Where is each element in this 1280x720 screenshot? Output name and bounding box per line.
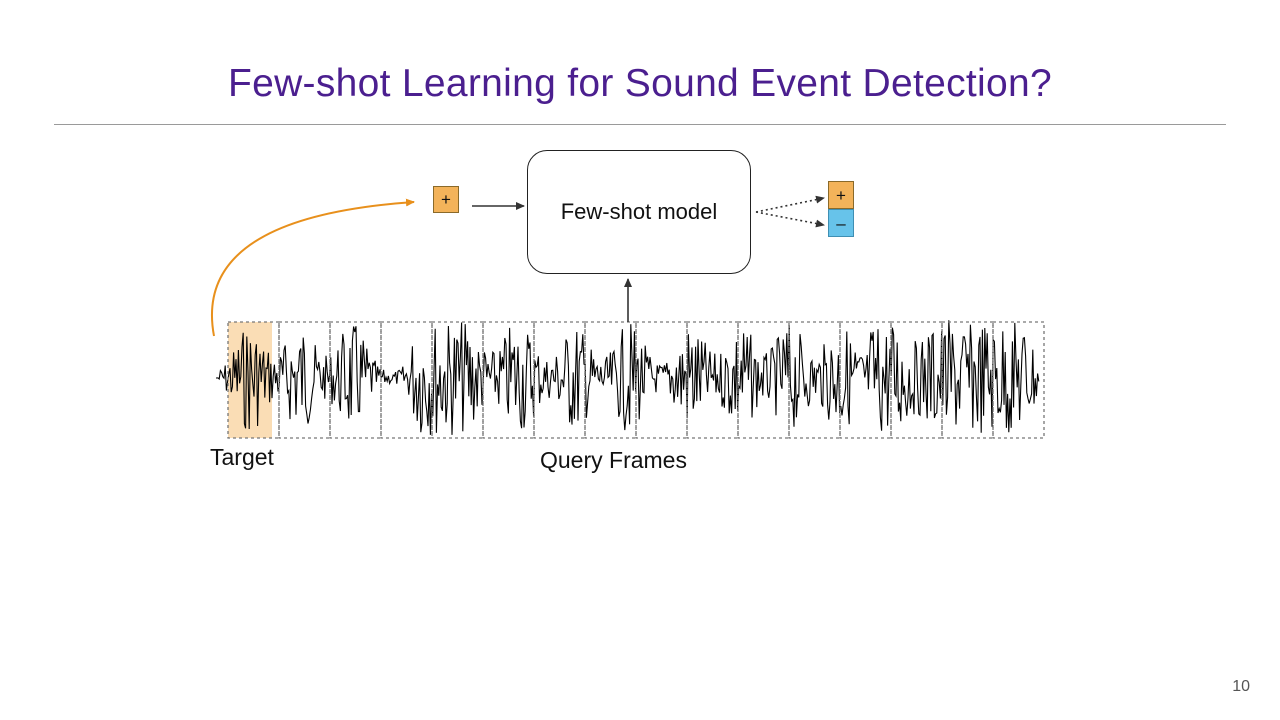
output-negative-box: – (828, 209, 854, 237)
few-shot-model-box: Few-shot model (527, 150, 751, 274)
title-divider (54, 124, 1226, 125)
query-frame (992, 321, 1045, 439)
query-frame (329, 321, 382, 439)
model-label: Few-shot model (560, 199, 718, 224)
page-number: 10 (1232, 678, 1250, 695)
query-frames-group (227, 321, 1045, 439)
output-negative-arrow (755, 211, 825, 228)
slide-title: Few-shot Learning for Sound Event Detect… (227, 62, 1052, 105)
query-frame (635, 321, 688, 439)
query-frames-label: Query Frames (540, 447, 687, 473)
target-to-support-arrow (211, 198, 415, 337)
target-label: Target (210, 444, 274, 470)
support-positive-example: + (433, 186, 459, 213)
query-frame (584, 321, 637, 439)
output-positive-arrow (755, 195, 825, 213)
audio-waveform (215, 320, 1040, 435)
output-positive-box: + (828, 181, 854, 209)
